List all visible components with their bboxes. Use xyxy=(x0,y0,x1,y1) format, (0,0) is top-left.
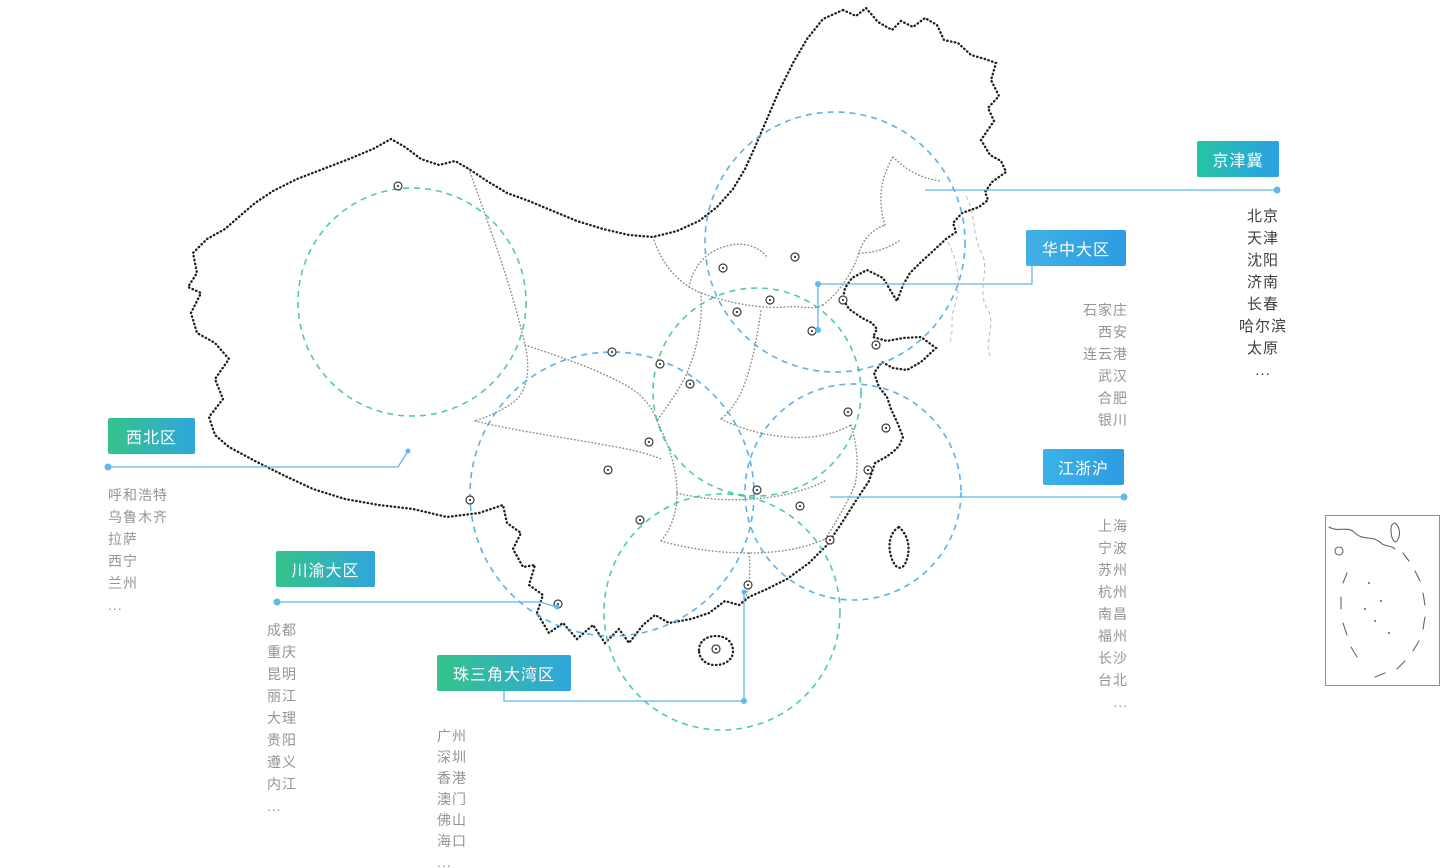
city-item: 太原 xyxy=(1246,340,1279,357)
city-item: 西宁 xyxy=(108,553,138,569)
region-circles xyxy=(297,111,966,731)
city-item: 香港 xyxy=(437,770,467,786)
city-item: 澳门 xyxy=(437,791,467,807)
taiwan-island xyxy=(888,525,910,569)
region-label-huazhong: 华中大区 xyxy=(1026,230,1126,266)
province-borders xyxy=(468,156,942,600)
city-item: 贵阳 xyxy=(267,732,297,748)
inset-taiwan xyxy=(1390,522,1400,543)
inset-hainan xyxy=(1334,546,1344,556)
city-item: 西安 xyxy=(1098,324,1128,340)
connector-xibei xyxy=(108,450,409,468)
city-item: 连云港 xyxy=(1083,346,1128,362)
connectors xyxy=(104,186,1281,704)
connector-zhusanjiao xyxy=(503,592,745,702)
city-item: ... xyxy=(437,854,452,868)
nine-dash-line xyxy=(1340,552,1426,678)
city-item: 天津 xyxy=(1246,230,1279,247)
city-item: 佛山 xyxy=(437,812,467,828)
city-item: 武汉 xyxy=(1098,368,1128,384)
hainan-island xyxy=(697,634,735,667)
city-item: 拉萨 xyxy=(108,531,138,547)
city-item: 海口 xyxy=(437,833,467,849)
region-label-chuanyu: 川渝大区 xyxy=(276,551,375,587)
foreign-coastlines xyxy=(947,195,992,357)
city-item: 昆明 xyxy=(267,666,297,682)
city-item: 台北 xyxy=(1098,672,1128,688)
circle-jiangzhehu xyxy=(744,383,962,601)
city-item: 广州 xyxy=(437,728,467,744)
city-item: 乌鲁木齐 xyxy=(108,509,168,525)
city-item: 成都 xyxy=(267,622,297,638)
region-label-jingjinji: 京津冀 xyxy=(1197,141,1279,177)
city-item: 丽江 xyxy=(267,688,297,704)
city-item: 杭州 xyxy=(1098,584,1128,600)
city-item: 合肥 xyxy=(1098,390,1128,406)
city-item: 石家庄 xyxy=(1083,302,1128,318)
south-china-sea-inset xyxy=(1325,515,1440,686)
city-item: ... xyxy=(1255,362,1271,379)
city-item: 宁波 xyxy=(1098,540,1128,556)
city-item: 内江 xyxy=(267,776,297,792)
city-item: 北京 xyxy=(1246,208,1279,225)
city-item: 上海 xyxy=(1098,518,1128,534)
city-item: 苏州 xyxy=(1098,562,1128,578)
city-item: 沈阳 xyxy=(1246,252,1279,269)
city-list-huazhong: 石家庄西安连云港武汉合肥银川 xyxy=(1028,299,1128,431)
region-label-xibei: 西北区 xyxy=(108,418,195,454)
city-item: 遵义 xyxy=(267,754,297,770)
city-item: 福州 xyxy=(1098,628,1128,644)
city-item: 南昌 xyxy=(1098,606,1128,622)
china-outline xyxy=(186,6,1008,667)
city-item: ... xyxy=(1113,694,1128,710)
city-list-xibei: 呼和浩特乌鲁木齐拉萨西宁兰州... xyxy=(108,484,228,616)
city-item: 深圳 xyxy=(437,749,467,765)
city-item: 呼和浩特 xyxy=(108,487,168,503)
city-list-jingjinji: 北京天津沈阳济南长春哈尔滨太原... xyxy=(1199,206,1327,382)
circle-xibei xyxy=(297,187,527,417)
circle-zhusanjiao xyxy=(603,493,841,731)
circle-jingjinji xyxy=(704,111,966,373)
city-markers xyxy=(393,181,891,654)
city-item: 银川 xyxy=(1098,412,1128,428)
city-item: 重庆 xyxy=(267,644,297,660)
city-item: 大理 xyxy=(267,710,297,726)
city-item: ... xyxy=(108,597,123,613)
city-item: 长沙 xyxy=(1098,650,1128,666)
circle-chuanyu xyxy=(469,351,755,637)
city-item: 兰州 xyxy=(108,575,138,591)
circle-huazhong xyxy=(652,287,862,497)
connector-chuanyu xyxy=(277,601,558,608)
region-label-jiangzhehu: 江浙沪 xyxy=(1043,449,1124,485)
city-item: 哈尔滨 xyxy=(1238,318,1287,335)
connector-huazhong xyxy=(817,266,1033,330)
city-list-jiangzhehu: 上海宁波苏州杭州南昌福州长沙台北... xyxy=(1028,515,1128,713)
city-list-zhusanjiao: 广州深圳香港澳门佛山海口... xyxy=(437,726,557,868)
city-item: 长春 xyxy=(1246,296,1279,313)
region-label-zhusanjiao: 珠三角大湾区 xyxy=(437,655,571,691)
city-item: ... xyxy=(267,798,282,814)
city-item: 济南 xyxy=(1246,274,1279,291)
city-list-chuanyu: 成都重庆昆明丽江大理贵阳遵义内江... xyxy=(267,619,387,817)
